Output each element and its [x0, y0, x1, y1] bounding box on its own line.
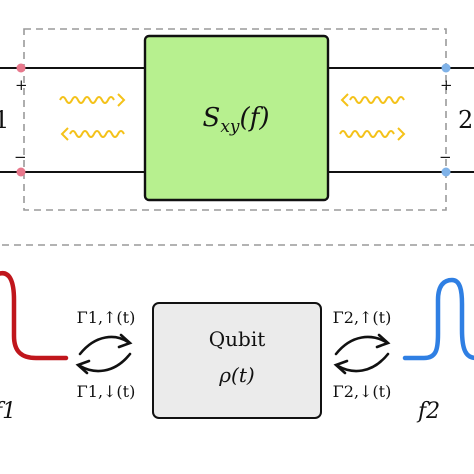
scattering-label-arg: (f): [240, 103, 270, 133]
dashed-boundary: [23, 28, 447, 211]
top-panel: + − + − 1 2 Sxy(f): [0, 28, 474, 211]
rate-2-up-label: Γ2,↑(t): [333, 308, 392, 327]
left-exchange-arrows-icon: [75, 333, 133, 375]
scattering-label: Sxy(f): [203, 103, 270, 137]
scattering-label-main: S: [203, 103, 221, 133]
scattering-label-sub: xy: [220, 117, 240, 137]
bath-right-label: f2: [416, 399, 440, 424]
port-label-left: 1: [0, 106, 9, 134]
bath-left-label: f1: [0, 399, 16, 424]
dashed-boundary-bottom: [0, 244, 474, 246]
right-plus-sign: +: [440, 76, 453, 94]
left-bath-curve: [0, 271, 69, 361]
port-label-right: 2: [458, 106, 473, 134]
left-node-top: [16, 63, 26, 73]
wave-arrows: [59, 93, 406, 141]
rate-1-down-label: Γ1,↓(t): [77, 382, 136, 401]
right-node-bottom: [441, 167, 451, 177]
scattering-block: [143, 34, 330, 202]
right-node-top: [441, 63, 451, 73]
wave-left-outgoing-icon: [60, 127, 125, 141]
right-exchange-arrows-icon: [333, 333, 391, 375]
qubit-title: Qubit: [209, 327, 266, 351]
wave-right-incoming-icon: [340, 93, 405, 107]
rate-2-down-label: Γ2,↓(t): [333, 382, 392, 401]
left-node-bottom: [16, 167, 26, 177]
wave-left-incoming-icon: [59, 93, 126, 107]
right-bath-curve: [402, 277, 474, 361]
left-plus-sign: +: [15, 76, 28, 94]
left-minus-sign: −: [14, 148, 27, 166]
right-minus-sign: −: [439, 148, 452, 166]
qubit-state: ρ(t): [218, 363, 254, 387]
qubit-box: [152, 302, 322, 419]
bottom-panel: Qubit ρ(t) Γ1,↑(t) Γ1,↓(t) Γ2,↑(t) Γ2,↓(…: [0, 244, 474, 424]
rate-1-up-label: Γ1,↑(t): [77, 308, 136, 327]
wave-right-outgoing-icon: [339, 127, 406, 141]
